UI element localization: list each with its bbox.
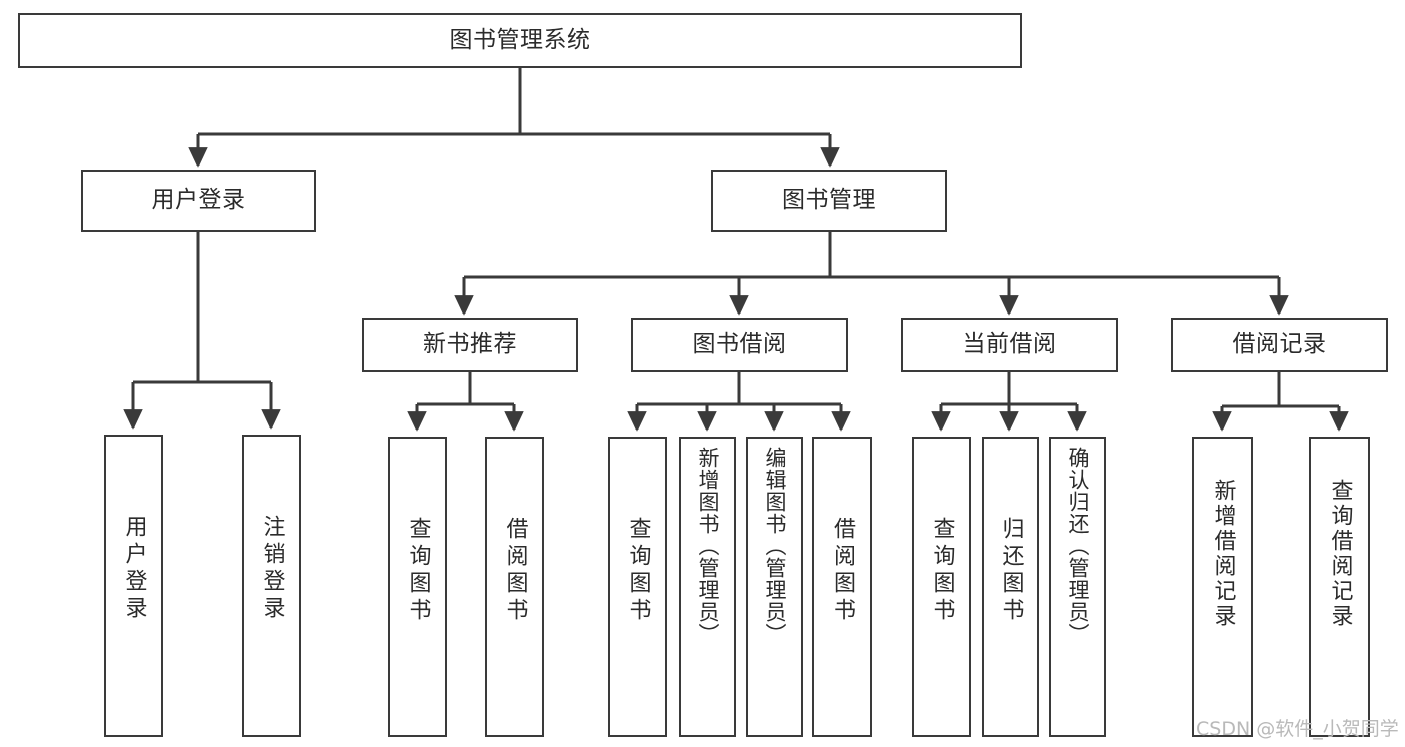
leaf-confirm-return-admin-label: 确认归还（管理员） <box>1066 447 1090 645</box>
node-book-manage-label: 图书管理 <box>782 187 876 214</box>
leaf-confirm-return-admin[interactable]: 确认归还（管理员） <box>1049 437 1106 737</box>
node-current-borrow[interactable]: 当前借阅 <box>901 318 1118 372</box>
leaf-query-book-current-label: 查询图书 <box>929 517 955 625</box>
node-borrow-record-label: 借阅记录 <box>1232 331 1327 358</box>
leaf-add-book-admin[interactable]: 新增图书（管理员） <box>679 437 736 737</box>
leaf-query-book-borrow[interactable]: 查询图书 <box>608 437 667 737</box>
csdn-watermark: CSDN @软件_小贺同学 <box>1196 718 1399 740</box>
leaf-edit-book-admin[interactable]: 编辑图书（管理员） <box>746 437 803 737</box>
leaf-logout-login-label: 注销登录 <box>259 515 285 623</box>
leaf-add-book-admin-label: 新增图书（管理员） <box>696 447 720 645</box>
node-book-borrow-label: 图书借阅 <box>692 331 787 358</box>
leaf-query-book-rec-label: 查询图书 <box>405 517 431 625</box>
node-root[interactable]: 图书管理系统 <box>18 13 1022 68</box>
leaf-query-borrow-record[interactable]: 查询借阅记录 <box>1309 437 1370 737</box>
leaf-borrow-book[interactable]: 借阅图书 <box>812 437 872 737</box>
node-new-book-rec[interactable]: 新书推荐 <box>362 318 578 372</box>
leaf-add-borrow-record-label: 新增借阅记录 <box>1210 479 1236 629</box>
leaf-borrow-book-label: 借阅图书 <box>830 517 855 625</box>
leaf-edit-book-admin-label: 编辑图书（管理员） <box>763 447 787 645</box>
leaf-user-login-label: 用户登录 <box>121 515 147 623</box>
leaf-query-book-current[interactable]: 查询图书 <box>912 437 971 737</box>
node-book-borrow[interactable]: 图书借阅 <box>631 318 848 372</box>
node-new-book-rec-label: 新书推荐 <box>423 331 517 358</box>
leaf-borrow-book-rec-label: 借阅图书 <box>502 517 528 625</box>
node-user-login[interactable]: 用户登录 <box>81 170 316 232</box>
leaf-return-book-label: 归还图书 <box>998 517 1024 625</box>
leaf-add-borrow-record[interactable]: 新增借阅记录 <box>1192 437 1253 737</box>
leaf-return-book[interactable]: 归还图书 <box>982 437 1039 737</box>
node-borrow-record[interactable]: 借阅记录 <box>1171 318 1388 372</box>
leaf-query-book-borrow-label: 查询图书 <box>625 517 651 625</box>
node-book-manage[interactable]: 图书管理 <box>711 170 947 232</box>
leaf-borrow-book-rec[interactable]: 借阅图书 <box>485 437 544 737</box>
node-current-borrow-label: 当前借阅 <box>962 331 1057 358</box>
leaf-query-book-rec[interactable]: 查询图书 <box>388 437 447 737</box>
leaf-query-borrow-record-label: 查询借阅记录 <box>1327 479 1353 629</box>
node-root-label: 图书管理系统 <box>449 26 591 53</box>
node-user-login-label: 用户登录 <box>151 187 246 214</box>
leaf-logout-login[interactable]: 注销登录 <box>242 435 301 737</box>
leaf-user-login[interactable]: 用户登录 <box>104 435 163 737</box>
